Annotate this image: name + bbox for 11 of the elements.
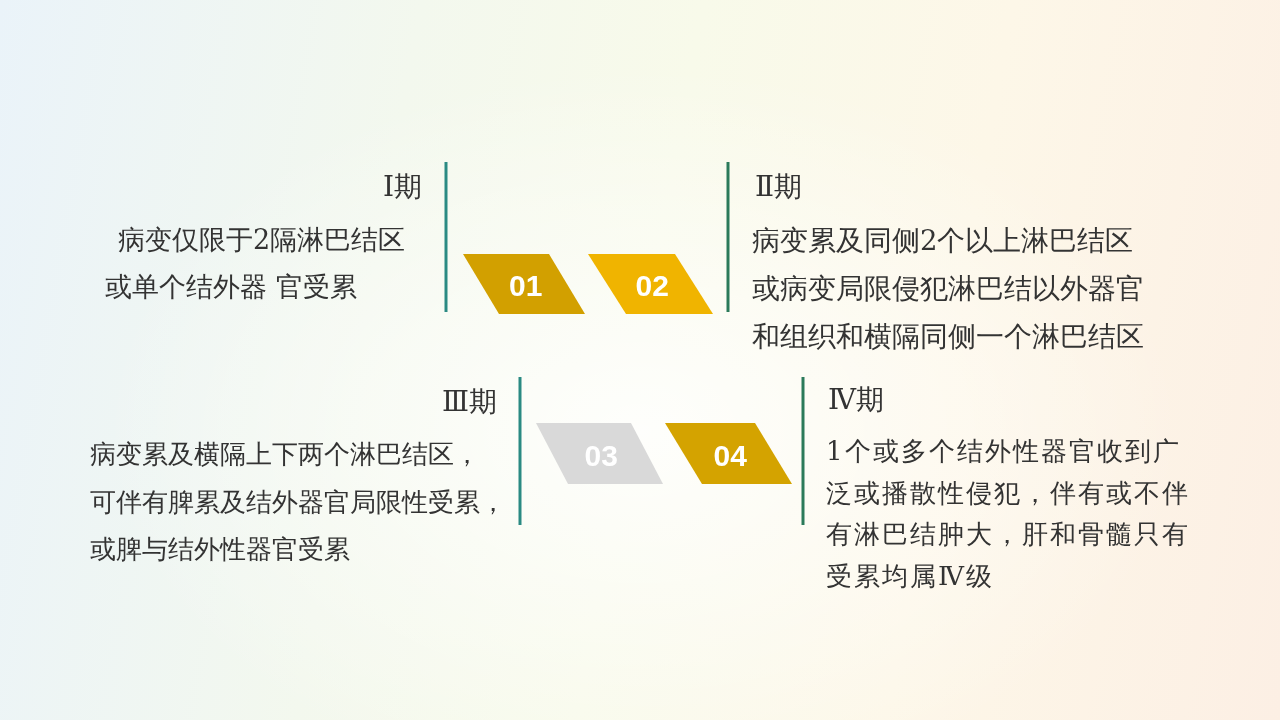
stage-description: 1个或多个结外性器官收到广泛或播散性侵犯，伴有或不伴有淋巴结肿大，肝和骨髓只有受累均属Ⅳ级 [826, 435, 1191, 593]
stage-heading: Ⅱ期 [755, 170, 803, 204]
stage-heading: Ⅳ期 [828, 383, 884, 417]
step-number: 04 [713, 440, 747, 471]
stage-description: 病变仅限于2隔淋巴结区或单个结外器 官受累 [105, 223, 407, 304]
step-number: 02 [635, 271, 669, 302]
stage-heading: Ⅲ期 [442, 385, 497, 419]
step-number: 01 [509, 271, 543, 302]
stage-description: 病变累及同侧2个以上淋巴结区或病变局限侵犯淋巴结以外器官和组织和横隔同侧一个淋巴结区 [752, 223, 1145, 354]
stage-heading: Ⅰ期 [382, 170, 422, 204]
stage-description: 病变累及横隔上下两个淋巴结区，可伴有脾累及结外器官局限性受累，或脾与结外性器官受累 [90, 438, 506, 566]
